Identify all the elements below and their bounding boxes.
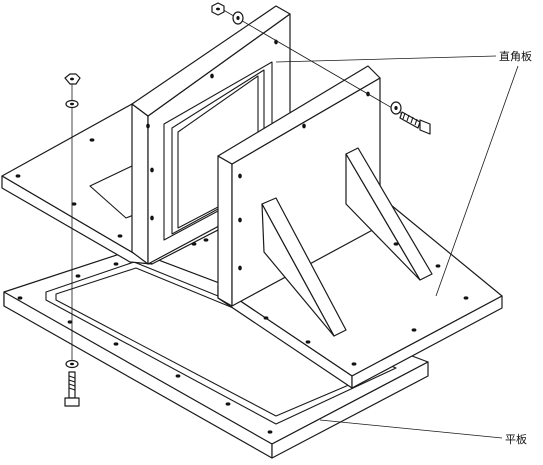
front-plate-base-side-edge <box>351 295 503 389</box>
back-plate-hole <box>146 123 150 129</box>
back-plate-hole <box>15 174 21 178</box>
flat-plate-hole <box>113 262 119 266</box>
bolt-top-assembly <box>211 2 431 135</box>
front-plate-hole <box>263 316 269 320</box>
flat-plate-recess-inner <box>55 267 385 417</box>
flat-plate-hole <box>175 374 181 378</box>
flat-plate-recess-outer <box>45 261 397 425</box>
back-plate-wall-side <box>131 103 149 265</box>
bolt-thread <box>68 375 76 391</box>
flat-plate-hole <box>75 274 81 278</box>
front-plate-hole <box>351 362 357 366</box>
flat-plate-hole <box>267 430 273 434</box>
flat-plate-hole <box>67 320 73 324</box>
back-plate-wall-top <box>131 5 291 117</box>
flat-plate-hole <box>225 402 231 406</box>
flat-plate-hole <box>17 296 23 300</box>
leader-line-to-flat-plate <box>319 419 503 439</box>
back-plate-hole <box>89 138 95 142</box>
front-plate-hole <box>463 296 469 300</box>
flat-plate-hole <box>113 342 119 346</box>
washer-hole <box>236 16 240 20</box>
bolt-left-assembly <box>64 73 81 407</box>
front-right-angle-plate <box>217 65 503 389</box>
bolt-head-icon <box>419 119 431 135</box>
flat-plate <box>3 249 429 459</box>
label-flat-plate: 平板 <box>505 432 527 446</box>
nut-hole <box>216 7 220 11</box>
rib-right-face <box>345 153 421 281</box>
back-plate-hole <box>150 167 154 173</box>
washer-hole <box>70 102 74 106</box>
back-plate-hole <box>191 242 197 246</box>
front-plate-wall-top <box>217 65 381 165</box>
back-plate-base-front-edge <box>1 175 153 265</box>
front-plate-hole <box>411 328 417 332</box>
nut-hole <box>70 77 74 81</box>
front-plate-hole <box>238 173 242 179</box>
label-right-angle-plate: 直角板 <box>499 49 532 63</box>
back-plate-hole <box>71 202 77 206</box>
front-plate-hole <box>238 217 242 223</box>
back-plate-hole <box>150 215 154 221</box>
back-plate-hole <box>203 238 209 242</box>
front-plate-hole <box>305 340 311 344</box>
front-plate-hole <box>238 265 242 271</box>
front-plate-hole <box>302 123 306 129</box>
front-plate-hole <box>435 264 441 268</box>
washer-hole <box>70 362 74 366</box>
front-plate-wall-side <box>217 155 233 307</box>
leader-line-to-back-plate <box>275 55 497 63</box>
front-plate-hole <box>393 242 399 246</box>
leader-line-to-front-plate <box>435 65 519 297</box>
rib-left-face <box>261 203 335 337</box>
washer-hole <box>394 106 398 110</box>
back-plate-hole <box>117 234 123 238</box>
label-right-angle-plate-group: 直角板 <box>275 49 532 297</box>
bolt-head-icon <box>64 397 80 407</box>
label-flat-plate-group: 平板 <box>319 419 527 446</box>
bolt-thread <box>402 112 418 126</box>
back-plate-hole <box>210 73 214 79</box>
flat-plate-side-edge <box>271 361 429 459</box>
